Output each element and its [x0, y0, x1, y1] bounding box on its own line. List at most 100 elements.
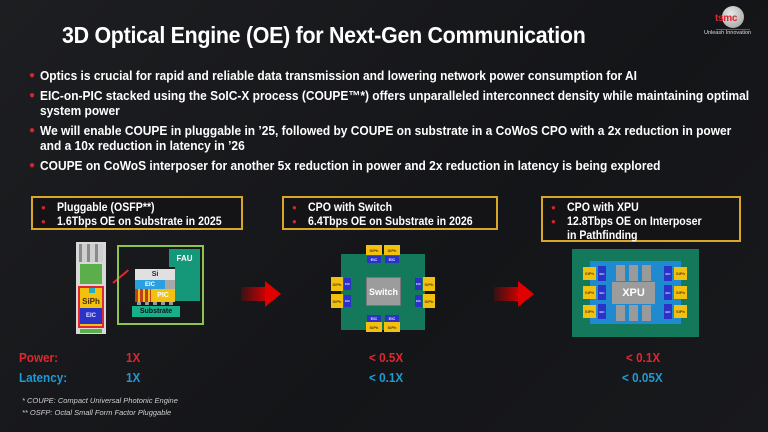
eic-chiplet: EIC — [664, 304, 672, 319]
footnote-coupe: * COUPE: Compact Universal Photonic Engi… — [22, 396, 178, 405]
hbm-stack — [616, 305, 625, 321]
eic-label: EIC — [80, 308, 102, 324]
bullet-icon: ● — [29, 70, 36, 81]
eic-chiplet: EIC — [385, 256, 399, 263]
bullet-icon: ● — [29, 125, 36, 136]
siph-chiplet: SiPh — [384, 245, 400, 255]
card-cpo-xpu: ●CPO with XPU ● 12.8Tbps OE on Interposer… — [541, 196, 741, 242]
eic-chiplet: EIC — [664, 285, 672, 300]
hbm-stack — [629, 265, 638, 281]
siph-chiplet: SiPh — [674, 286, 687, 299]
card-line: ●CPO with XPU — [551, 201, 733, 215]
siph-chiplet: SiPh — [331, 277, 343, 291]
bullet-icon: ● — [41, 217, 46, 226]
bullet-icon: ● — [292, 217, 297, 226]
hbm-stack — [629, 305, 638, 321]
oe-stack-diagram: FAU Si EIC PIC Substrate — [117, 245, 204, 325]
siph-chiplet: SiPh — [366, 245, 382, 255]
siph-label: SiPh — [82, 296, 100, 306]
latency-value-xpu: < 0.05X — [622, 370, 663, 385]
siph-chiplet: SiPh — [366, 322, 382, 332]
card-text: CPO with Switch — [308, 202, 393, 214]
latency-value-pluggable: 1X — [126, 370, 141, 385]
arrow-right-icon — [241, 281, 281, 307]
power-label: Power: — [19, 350, 59, 365]
bullet-text: EIC-on-PIC stacked using the SoIC-X proc… — [40, 88, 750, 118]
pluggable-module: SiPh EIC — [76, 242, 106, 334]
bullet-icon: ● — [292, 203, 297, 212]
eic-chiplet: EIC — [664, 266, 672, 281]
bullet-text: Optics is crucial for rapid and reliable… — [40, 68, 638, 83]
bullet-icon: ● — [29, 90, 36, 101]
siph-chiplet: SiPh — [583, 305, 596, 318]
card-line: ● CPO with Switch — [292, 201, 490, 215]
card-line: ● 1.6Tbps OE on Substrate in 2025 — [41, 215, 235, 229]
tsv-pillars — [135, 289, 151, 302]
bullet-item: ● EIC-on-PIC stacked using the SoIC-X pro… — [29, 88, 756, 118]
eic-label: EIC — [135, 280, 165, 289]
card-line: ● 12.8Tbps OE on Interposer — [551, 215, 733, 229]
bullet-icon: ● — [551, 217, 556, 226]
card-line: ● 6.4Tbps OE on Substrate in 2026 — [292, 215, 490, 229]
eic-chiplet: EIC — [344, 295, 351, 307]
logo-underline — [716, 29, 750, 30]
substrate-label: Substrate — [132, 306, 180, 317]
card-text: 1.6Tbps OE on Substrate in 2025 — [57, 216, 222, 228]
eic-chiplet: EIC — [598, 285, 606, 300]
card-line: ● Pluggable (OSFP**) — [41, 201, 235, 215]
eic-chiplet: EIC — [344, 278, 351, 290]
logo-tagline: Unleash Innovation — [704, 30, 752, 36]
xpu-die: XPU — [612, 282, 655, 304]
latency-label: Latency: — [19, 370, 68, 385]
hbm-stack — [642, 265, 651, 281]
card-cpo-switch: ● CPO with Switch ● 6.4Tbps OE on Substrat… — [282, 196, 498, 230]
eic-chiplet: EIC — [367, 315, 381, 322]
siph-chiplet: SiPh — [674, 267, 687, 280]
switch-package: Switch — [341, 254, 425, 330]
card-pluggable: ● Pluggable (OSFP**) ● 1.6Tbps OE on Subst… — [31, 196, 243, 230]
eic-chiplet: EIC — [598, 266, 606, 281]
spacer — [165, 280, 175, 289]
fau-body — [175, 267, 200, 301]
tsmc-logo: tsmc Unleash Innovation — [700, 6, 766, 36]
bullet-icon: ● — [41, 203, 46, 212]
arrow-right-icon — [494, 281, 534, 307]
siph-chiplet: SiPh — [423, 277, 435, 291]
logo-wordmark: tsmc — [715, 13, 738, 24]
slide-title: 3D Optical Engine (OE) for Next-Gen Comm… — [62, 22, 586, 48]
siph-chiplet: SiPh — [583, 286, 596, 299]
card-text: 12.8Tbps OE on Interposer — [567, 216, 702, 228]
switch-die: Switch — [366, 277, 401, 306]
eic-chiplet: EIC — [367, 256, 381, 263]
power-value-pluggable: 1X — [126, 350, 141, 365]
bumps — [137, 302, 175, 305]
hbm-stack — [642, 305, 651, 321]
eic-chiplet: EIC — [385, 315, 399, 322]
eic-chiplet: EIC — [415, 295, 422, 307]
power-value-xpu: < 0.1X — [626, 350, 661, 365]
module-connector — [79, 244, 103, 262]
bullet-item: ●We will enable COUPE in pluggable in ’2… — [29, 123, 756, 153]
pic-label: PIC — [151, 289, 175, 302]
eic-chiplet: EIC — [598, 304, 606, 319]
siph-chiplet: SiPh — [331, 294, 343, 308]
siph-chiplet: SiPh — [583, 267, 596, 280]
module-pcb-bottom — [80, 329, 102, 333]
bullet-text: COUPE on CoWoS interposer for another 5x… — [40, 158, 661, 173]
card-line: in Pathfinding — [551, 229, 733, 243]
port — [89, 288, 95, 293]
card-text: Pluggable (OSFP**) — [57, 202, 155, 214]
globe-icon — [722, 6, 744, 28]
bullet-list: ● Optics is crucial for rapid and reliabl… — [29, 68, 756, 178]
power-value-switch: < 0.5X — [369, 350, 404, 365]
latency-value-switch: < 0.1X — [369, 370, 404, 385]
module-highlight: SiPh EIC — [78, 286, 104, 328]
bullet-item: ●COUPE on CoWoS interposer for another 5… — [29, 158, 756, 173]
hbm-stack — [616, 265, 625, 281]
eic-chiplet: EIC — [415, 278, 422, 290]
footnote-osfp: ** OSFP: Octal Small Form Factor Pluggab… — [22, 408, 172, 417]
siph-chiplet: SiPh — [423, 294, 435, 308]
bullet-item: ● Optics is crucial for rapid and reliabl… — [29, 68, 756, 83]
card-text: 6.4Tbps OE on Substrate in 2026 — [308, 216, 473, 228]
card-text: CPO with XPU — [567, 202, 639, 214]
